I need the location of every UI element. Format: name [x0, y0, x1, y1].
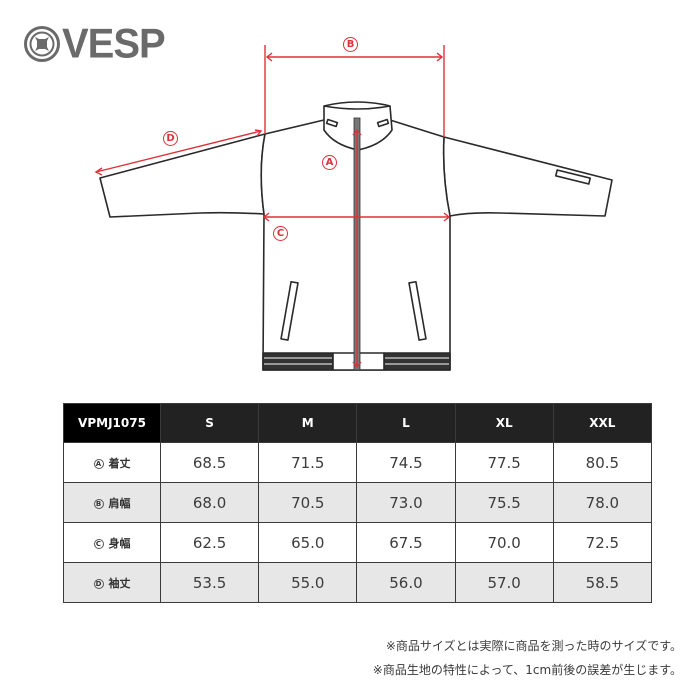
- row-label: C 身幅: [63, 522, 161, 563]
- row-label-text: 肩幅: [108, 496, 131, 510]
- table-cell: 80.5: [552, 442, 653, 483]
- brand-name: VESP: [62, 20, 166, 68]
- size-header: XL: [454, 403, 554, 443]
- table-cell: 68.5: [159, 442, 260, 483]
- row-label-text: 身幅: [108, 536, 131, 550]
- row-label: A 着丈: [63, 442, 161, 483]
- note-line: ※商品生地の特性によって、1cm前後の誤差が生じます。: [372, 663, 682, 677]
- marker-a-icon: A: [93, 458, 104, 469]
- marker-c-icon: C: [93, 538, 104, 549]
- table-cell: 58.5: [552, 562, 653, 603]
- table-cell: 65.0: [258, 522, 358, 563]
- size-header: S: [159, 403, 260, 443]
- table-cell: 62.5: [159, 522, 260, 563]
- table-cell: 53.5: [159, 562, 260, 603]
- marker-b-icon: B: [93, 498, 104, 509]
- table-cell: 75.5: [454, 482, 554, 523]
- right-sleeve: [442, 136, 613, 217]
- table-cell: 71.5: [258, 442, 358, 483]
- left-sleeve: [99, 133, 266, 218]
- vesp-logo-icon: [24, 26, 60, 62]
- table-row-length: A 着丈 68.5 71.5 74.5 77.5 80.5: [63, 442, 653, 483]
- size-header: M: [258, 403, 358, 443]
- table-cell: 67.5: [356, 522, 456, 563]
- row-label-text: 着丈: [108, 456, 131, 470]
- table-cell: 77.5: [454, 442, 554, 483]
- marker-d: D: [163, 131, 178, 146]
- row-label: B 肩幅: [63, 482, 161, 523]
- row-label: D 袖丈: [63, 562, 161, 603]
- row-label-text: 袖丈: [108, 576, 131, 590]
- table-cell: 70.5: [258, 482, 358, 523]
- table-row-sleeve: D 袖丈 53.5 55.0 56.0 57.0 58.5: [63, 562, 653, 603]
- size-notes: ※商品サイズとは実際に商品を測った時のサイズです。 ※商品生地の特性によって、1…: [373, 634, 682, 682]
- model-code: VPMJ1075: [63, 403, 161, 443]
- brand-logo: VESP: [24, 20, 166, 68]
- table-cell: 72.5: [552, 522, 653, 563]
- table-cell: 70.0: [454, 522, 554, 563]
- table-row-chest: C 身幅 62.5 65.0 67.5 70.0 72.5: [63, 522, 653, 563]
- table-cell: 55.0: [258, 562, 358, 603]
- marker-a: A: [322, 155, 337, 170]
- jacket-diagram: [94, 45, 613, 371]
- size-header-row: VPMJ1075 S M L XL XXL: [63, 403, 653, 443]
- marker-c: C: [273, 226, 288, 241]
- size-table: VPMJ1075 S M L XL XXL A 着丈 68.5 71.5 74.5…: [63, 403, 653, 603]
- table-row-shoulder: B 肩幅 68.0 70.5 73.0 75.5 78.0: [63, 482, 653, 523]
- table-cell: 73.0: [356, 482, 456, 523]
- table-cell: 68.0: [159, 482, 260, 523]
- table-cell: 78.0: [552, 482, 653, 523]
- marker-b: B: [343, 37, 358, 52]
- table-cell: 57.0: [454, 562, 554, 603]
- size-header: L: [356, 403, 456, 443]
- marker-d-icon: D: [93, 578, 104, 589]
- table-cell: 56.0: [356, 562, 456, 603]
- table-cell: 74.5: [356, 442, 456, 483]
- note-line: ※商品サイズとは実際に商品を測った時のサイズです。: [385, 639, 682, 653]
- size-header: XXL: [552, 403, 653, 443]
